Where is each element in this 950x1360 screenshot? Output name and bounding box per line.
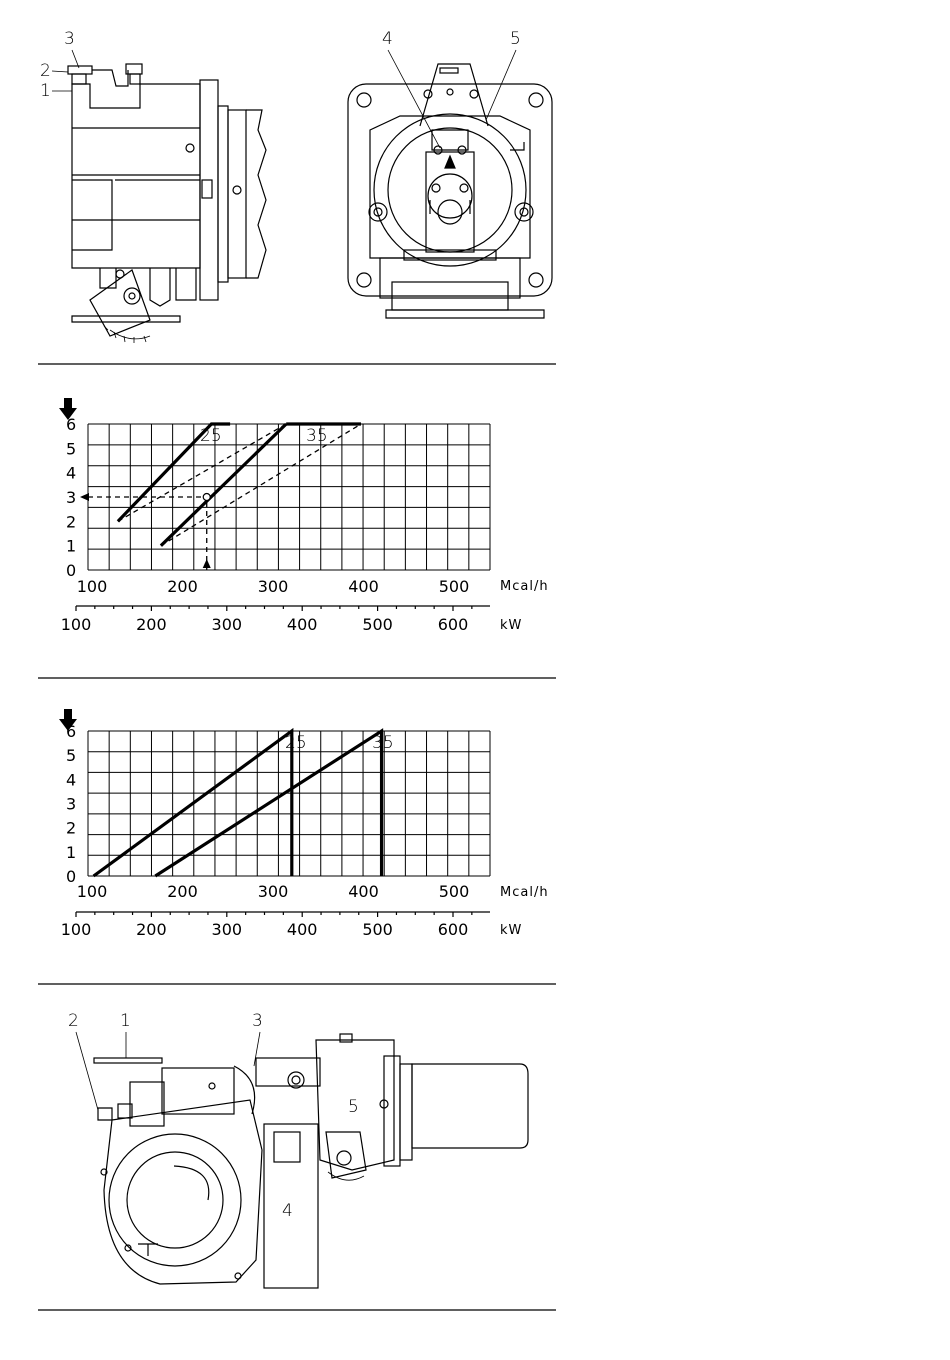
chart-2-curve-label-35: 35 xyxy=(372,733,394,753)
x-tick-label: 300 xyxy=(258,577,289,596)
series-line-35 xyxy=(155,731,381,876)
burner-side-view-drawing: 3 2 1 xyxy=(40,29,266,343)
up-arrow-icon xyxy=(203,559,211,568)
chart-2-x-ticks: 100 200 300 400 500 xyxy=(77,882,470,901)
kw-tick-label: 100 xyxy=(61,615,92,634)
y-tick-label: 1 xyxy=(66,537,76,556)
series-line-25 xyxy=(94,731,292,876)
chart-1-reading-example xyxy=(80,493,211,570)
x-tick-label: 100 xyxy=(77,577,108,596)
chart-2-kw-axis: 100 200 300 400 500 600 xyxy=(61,912,490,939)
y-tick-label: 3 xyxy=(66,488,76,507)
kw-tick-label: 300 xyxy=(212,920,243,939)
chart-1-y-ticks: 0 1 2 3 4 5 6 xyxy=(66,415,76,580)
kw-tick-label: 400 xyxy=(287,920,318,939)
y-tick-label: 6 xyxy=(66,415,76,434)
chart-1-grid xyxy=(88,424,490,570)
x-tick-label: 300 xyxy=(258,882,289,901)
reading-point xyxy=(203,494,210,501)
chart-1-curve-label-35: 35 xyxy=(306,426,328,446)
kw-tick-label: 600 xyxy=(438,615,469,634)
callout-4: 4 xyxy=(282,1201,293,1221)
chart-2-series xyxy=(94,731,382,876)
y-tick-label: 5 xyxy=(66,746,76,765)
chart-1-kw-axis: 100 200 300 400 500 600 xyxy=(61,606,490,634)
kw-tick-label: 500 xyxy=(362,920,393,939)
y-tick-label: 5 xyxy=(66,439,76,458)
callout-1: 1 xyxy=(120,1011,131,1031)
series-line-25 xyxy=(161,424,286,546)
y-tick-label: 1 xyxy=(66,843,76,862)
callout-2: 2 xyxy=(40,61,51,81)
chart-2-curve-label-25: 25 xyxy=(285,733,307,753)
x-tick-label: 400 xyxy=(348,882,379,901)
burner-assembly-drawing: 2 1 3 4 5 xyxy=(68,1011,528,1288)
y-tick-label: 4 xyxy=(66,464,76,483)
series-line-35 xyxy=(161,424,361,546)
y-tick-label: 2 xyxy=(66,819,76,838)
callout-5: 5 xyxy=(348,1097,359,1117)
left-arrow-icon xyxy=(80,493,89,501)
kw-tick-label: 200 xyxy=(136,920,167,939)
callout-3: 3 xyxy=(64,29,75,49)
kw-tick-label: 100 xyxy=(61,920,92,939)
y-tick-label: 0 xyxy=(66,867,76,886)
x-tick-label: 100 xyxy=(77,882,108,901)
y-tick-label: 0 xyxy=(66,561,76,580)
chart-1-x-unit: Mcal/h xyxy=(500,579,549,594)
chart-2-x2-unit: kW xyxy=(500,923,522,938)
callout-4: 4 xyxy=(382,29,393,49)
kw-tick-label: 300 xyxy=(212,615,243,634)
x-tick-label: 400 xyxy=(348,577,379,596)
kw-tick-label: 500 xyxy=(362,615,393,634)
chart-2-y-ticks: 0 1 2 3 4 5 6 xyxy=(66,722,76,886)
chart-1: 0 1 2 3 4 5 6 100 200 300 400 500 100 200 300 400 500 6… xyxy=(59,398,549,634)
burner-front-view-drawing: 4 5 xyxy=(348,29,552,318)
x-tick-label: 500 xyxy=(439,577,470,596)
y-tick-label: 3 xyxy=(66,795,76,814)
kw-tick-label: 400 xyxy=(287,615,318,634)
kw-tick-label: 600 xyxy=(438,920,469,939)
callout-5: 5 xyxy=(510,29,521,49)
callout-3: 3 xyxy=(252,1011,263,1031)
y-tick-label: 6 xyxy=(66,722,76,741)
y-tick-label: 4 xyxy=(66,770,76,789)
chart-1-curve-label-25: 25 xyxy=(200,426,222,446)
kw-tick-label: 200 xyxy=(136,615,167,634)
callout-1: 1 xyxy=(40,81,51,101)
chart-2: 0 1 2 3 4 5 6 100 200 300 400 500 100 200 300 400 500 6… xyxy=(59,709,549,939)
callout-2: 2 xyxy=(68,1011,79,1031)
chart-1-x-ticks: 100 200 300 400 500 xyxy=(77,577,470,596)
x-tick-label: 500 xyxy=(439,882,470,901)
chart-2-x-unit: Mcal/h xyxy=(500,885,549,900)
x-tick-label: 200 xyxy=(167,577,198,596)
y-tick-label: 2 xyxy=(66,512,76,531)
chart-1-x2-unit: kW xyxy=(500,618,522,633)
x-tick-label: 200 xyxy=(167,882,198,901)
